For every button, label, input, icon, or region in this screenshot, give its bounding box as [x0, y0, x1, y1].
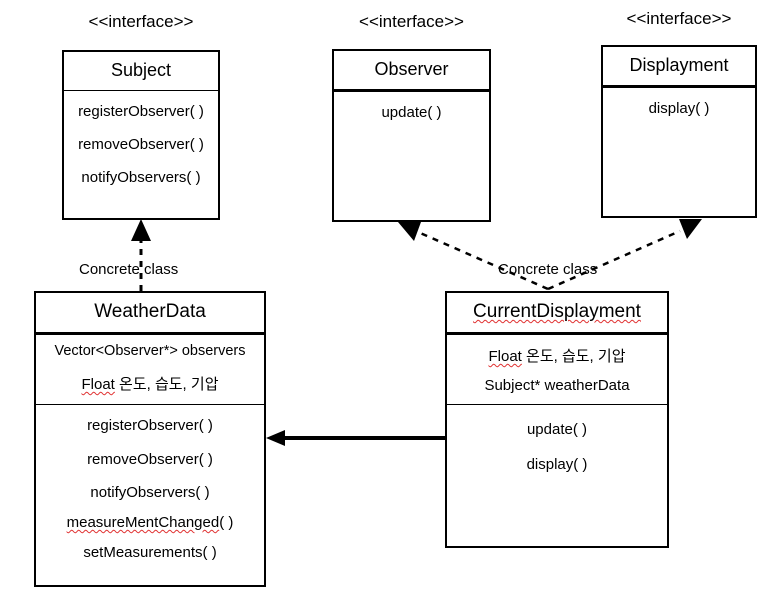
- association-arrowhead-weatherdata: [266, 430, 285, 446]
- class-box-subject[interactable]: Subject registerObserver( ) removeObserv…: [62, 50, 220, 220]
- attributes-compartment-weatherdata: Vector<Observer*> observers Float 온도, 습도…: [36, 335, 264, 404]
- attribute-float-measurements-rest: 온도, 습도, 기압: [114, 375, 219, 393]
- attributes-compartment-currentdisplayment: Float 온도, 습도, 기압 Subject* weatherData: [447, 335, 667, 404]
- class-title-weatherdata: WeatherData: [36, 293, 264, 335]
- operations-compartment-subject: registerObserver( ) removeObserver( ) no…: [64, 91, 218, 195]
- class-box-currentdisplayment[interactable]: CurrentDisplayment Float 온도, 습도, 기압 Subj…: [445, 291, 669, 548]
- operation-register-observer: registerObserver( ): [78, 102, 204, 120]
- operations-compartment-displayment: display( ): [603, 88, 755, 126]
- operation-update: update( ): [381, 103, 442, 121]
- attribute-float-measurements: Float 온도, 습도, 기압: [451, 345, 663, 366]
- attribute-observers-vector: Vector<Observer*> observers: [54, 342, 246, 359]
- class-title-subject: Subject: [64, 52, 218, 91]
- operation-update: update( ): [526, 420, 588, 438]
- operation-remove-observer: removeObserver( ): [78, 135, 204, 153]
- operation-notify-observers: notifyObservers( ): [81, 168, 201, 186]
- class-title-currentdisplayment: CurrentDisplayment: [447, 293, 667, 335]
- realization-arrowhead-displayment: [679, 219, 702, 239]
- operations-compartment-currentdisplayment: update( ) display( ): [447, 403, 667, 546]
- attribute-float-measurements: Float 온도, 습도, 기압: [40, 373, 260, 394]
- relationship-label-weatherdata-subject: Concrete class: [79, 261, 179, 278]
- operation-measurement-changed: measureMentChanged( ): [40, 514, 260, 531]
- misspelled-word-measurementchanged: measureMentChanged: [66, 513, 220, 531]
- operation-display: display( ): [648, 99, 710, 117]
- misspelled-word-currentdisplayment: CurrentDisplayment: [473, 301, 641, 322]
- realization-arrowhead-observer: [398, 222, 421, 241]
- operation-notify-observers: notifyObservers( ): [90, 483, 210, 501]
- stereotype-label-observer: <<interface>>: [359, 12, 464, 31]
- operation-display: display( ): [526, 455, 588, 473]
- class-title-displayment: Displayment: [603, 47, 755, 88]
- attribute-subject-weatherdata: Subject* weatherData: [484, 376, 630, 394]
- class-box-observer[interactable]: Observer update( ): [332, 49, 491, 222]
- misspelled-word-float: Float: [81, 375, 115, 393]
- realization-arrowhead-subject: [131, 219, 151, 241]
- operation-set-measurements: setMeasurements( ): [83, 543, 217, 561]
- stereotype-label-subject: <<interface>>: [88, 12, 194, 31]
- relationship-label-currentdisplayment-interfaces: Concrete class: [498, 261, 598, 278]
- stereotype-label-displayment: <<interface>>: [626, 9, 732, 28]
- operation-register-observer: registerObserver( ): [87, 416, 213, 434]
- operations-compartment-observer: update( ): [334, 92, 489, 130]
- operation-measurement-changed-parens: ( ): [219, 513, 234, 531]
- realization-line-currentdisplayment-displayment: [547, 229, 681, 291]
- operation-remove-observer: removeObserver( ): [87, 450, 213, 468]
- attribute-float-measurements-rest: 온도, 습도, 기압: [521, 347, 626, 365]
- operations-compartment-weatherdata: registerObserver( ) removeObserver( ) no…: [36, 403, 264, 585]
- misspelled-word-float: Float: [488, 347, 522, 365]
- class-title-observer: Observer: [334, 51, 489, 92]
- class-box-weatherdata[interactable]: WeatherData Vector<Observer*> observers …: [34, 291, 266, 587]
- class-box-displayment[interactable]: Displayment display( ): [601, 45, 757, 218]
